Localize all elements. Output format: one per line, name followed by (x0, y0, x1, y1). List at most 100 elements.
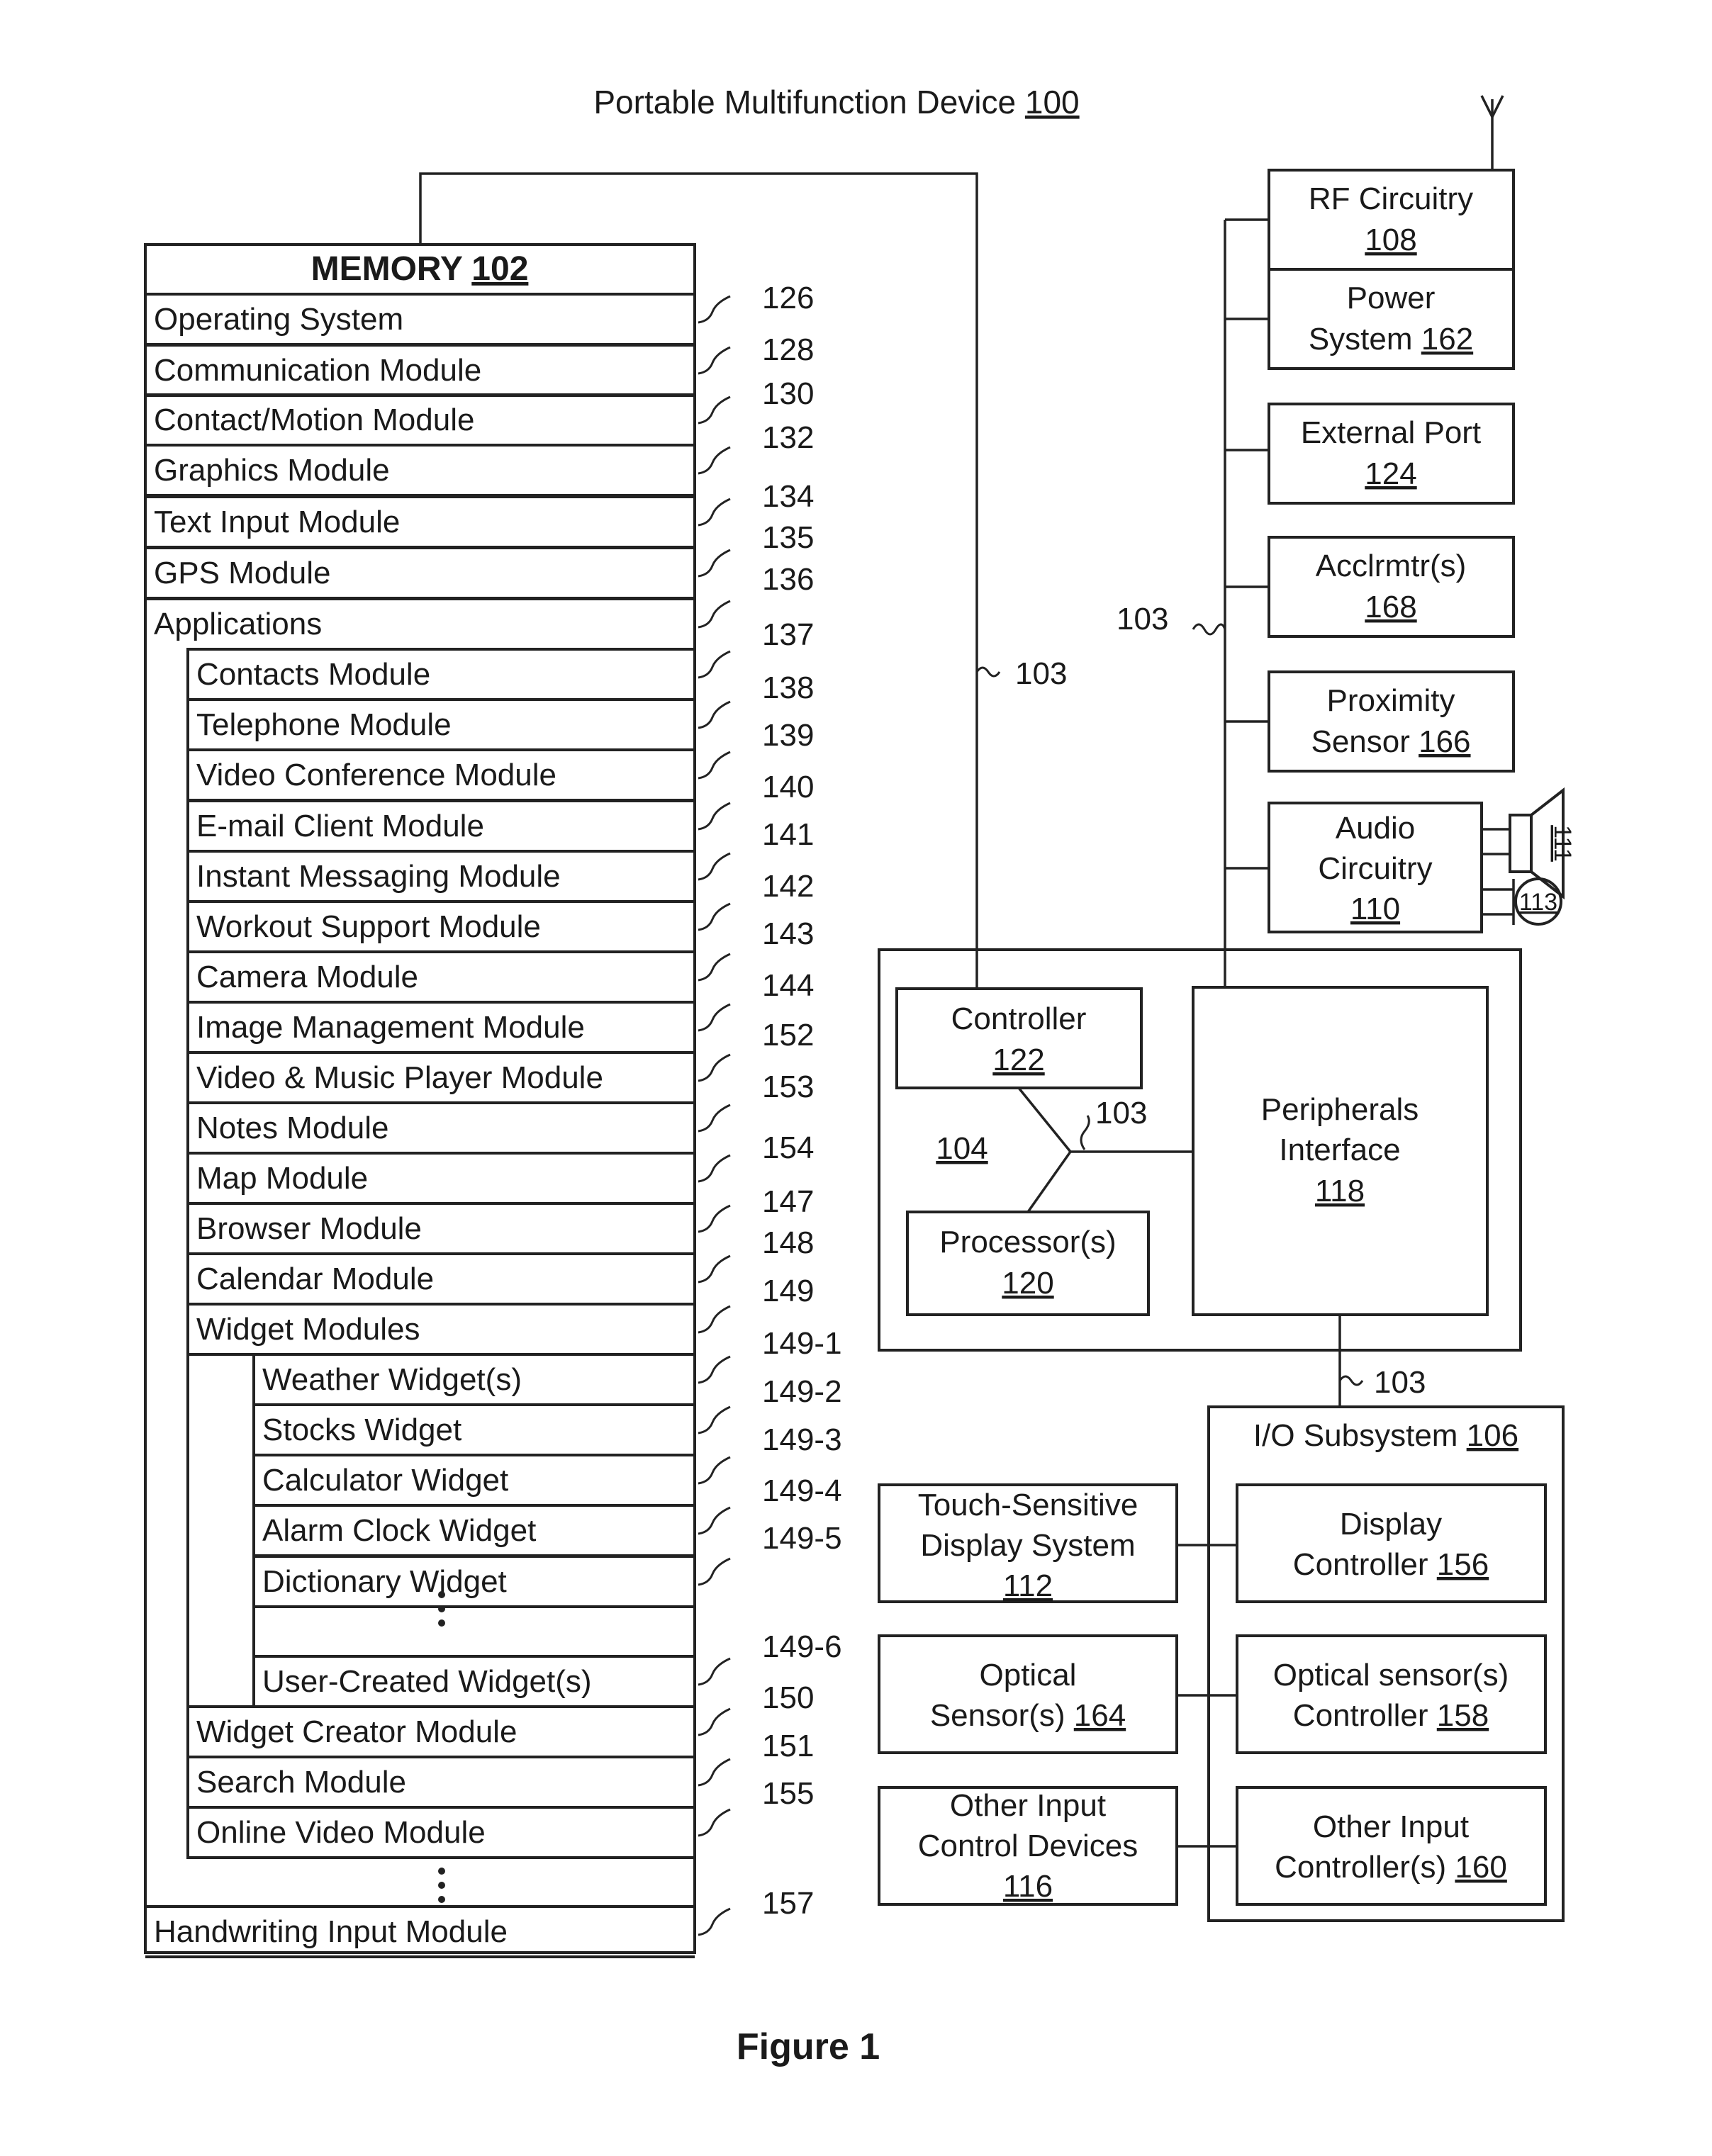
memory-row-ref: 135 (762, 520, 814, 555)
optical-controller-box (1237, 1636, 1545, 1753)
memory-row-label: Video & Music Player Module (196, 1060, 603, 1095)
memory-row-label: Widget Creator Module (196, 1714, 517, 1749)
bus-label-103-memory: 103 (1015, 656, 1067, 691)
optical-sensor-line1: Optical (980, 1658, 1077, 1692)
memory-row-ref: 137 (762, 617, 814, 652)
bus-squiggle (1081, 1116, 1089, 1150)
leader-squiggle (698, 1256, 730, 1282)
memory-row-ref: 149-1 (762, 1326, 842, 1361)
leader-squiggle (698, 1155, 730, 1181)
leader-squiggle (698, 1559, 730, 1585)
bus-controller-junction (1019, 1088, 1070, 1152)
leader-squiggle (698, 1457, 730, 1483)
controller-num: 122 (992, 1043, 1044, 1077)
memory-row-ref: 148 (762, 1225, 814, 1260)
leader-squiggle (698, 702, 730, 728)
touch-display-line2: Display System (920, 1528, 1135, 1563)
memory-row-label: Camera Module (196, 960, 418, 994)
memory-row-label: Contact/Motion Module (154, 403, 474, 437)
memory-row-ref: 136 (762, 562, 814, 597)
peripherals-interface-line2: Interface (1279, 1133, 1400, 1167)
audio-circuitry-line1: Audio (1336, 811, 1416, 846)
processor-num: 120 (1002, 1266, 1053, 1301)
memory-row-ref: 149-2 (762, 1374, 842, 1409)
memory-row-ref: 140 (762, 770, 814, 804)
memory-row-label: User-Created Widget(s) (262, 1664, 592, 1699)
controller-label: Controller (951, 1001, 1087, 1036)
memory-row-ref: 149-4 (762, 1473, 842, 1508)
memory-row-label: Search Module (196, 1765, 406, 1800)
memory-row-ref: 154 (762, 1130, 814, 1165)
figure-caption: Figure 1 (737, 2026, 880, 2067)
leader-squiggle (698, 1105, 730, 1131)
memory-row-label: E-mail Client Module (196, 809, 484, 843)
memory-row-label: Widget Modules (196, 1312, 420, 1347)
memory-row-label: Graphics Module (154, 453, 390, 488)
leader-squiggle (698, 803, 730, 829)
leader-squiggle (698, 1055, 730, 1081)
memory-row-label: Text Input Module (154, 505, 400, 539)
memory-row-ref: 138 (762, 670, 814, 705)
audio-circuitry-num: 110 (1350, 892, 1400, 926)
memory-row-ref: 149-6 (762, 1629, 842, 1664)
optical-controller-line1: Optical sensor(s) (1273, 1658, 1509, 1692)
memory-row-label: Notes Module (196, 1111, 388, 1145)
memory-row-ref: 149-5 (762, 1521, 842, 1556)
leader-squiggle (698, 1809, 730, 1836)
other-input-devices-num: 116 (1003, 1869, 1053, 1904)
optical-controller-line2: Controller 158 (1293, 1698, 1489, 1733)
bus-label-103-peripheral: 103 (1117, 602, 1168, 636)
memory-row-ref: 143 (762, 916, 814, 951)
leader-squiggle (698, 296, 730, 322)
memory-row-label: Dictionary Widget (262, 1564, 507, 1599)
memory-row-label: Stocks Widget (262, 1413, 461, 1447)
memory-row-label: Instant Messaging Module (196, 859, 561, 894)
memory-row-ref: 151 (762, 1729, 814, 1763)
memory-rows: Operating System126Communication Module1… (145, 281, 842, 1957)
leader-squiggle (698, 1357, 730, 1383)
proximity-sensor-line2: Sensor 166 (1311, 724, 1470, 759)
rf-circuitry-num: 108 (1365, 223, 1416, 257)
leader-squiggle (698, 1407, 730, 1433)
memory-row-label: Alarm Clock Widget (262, 1513, 536, 1548)
other-input-controller-line2: Controller(s) 160 (1275, 1850, 1507, 1885)
leader-squiggle (698, 651, 730, 678)
memory-row-ref: 149-3 (762, 1422, 842, 1457)
memory-header: MEMORY 102 (311, 250, 529, 288)
leader-squiggle (698, 397, 730, 423)
memory-block: MEMORY 102 Operating System126Communicat… (145, 245, 842, 1957)
memory-row-label: Contacts Module (196, 657, 430, 692)
audio-circuitry-line2: Circuitry (1318, 851, 1432, 886)
memory-row-label: Operating System (154, 302, 403, 337)
peripherals-interface-line1: Peripherals (1261, 1092, 1419, 1127)
microphone-num: 113 (1519, 889, 1557, 916)
bus-processor-junction (1028, 1152, 1070, 1212)
memory-row-label: GPS Module (154, 556, 330, 590)
leader-squiggle (698, 954, 730, 980)
ellipsis-dot (438, 1591, 445, 1598)
other-input-controller-box (1237, 1787, 1545, 1904)
memory-row-label: Map Module (196, 1161, 368, 1196)
ellipsis-dot (438, 1605, 445, 1612)
other-input-devices-line1: Other Input (950, 1788, 1106, 1823)
memory-row-label: Applications (154, 607, 322, 641)
bus-label-103-core: 103 (1095, 1096, 1147, 1130)
memory-row-ref: 157 (762, 1886, 814, 1921)
ellipsis-dot (438, 1868, 445, 1875)
memory-row-label: Calculator Widget (262, 1463, 508, 1498)
leader-squiggle (698, 1306, 730, 1332)
bus-squiggle (977, 668, 1000, 676)
leader-squiggle (698, 447, 730, 473)
memory-row-ref: 128 (762, 332, 814, 367)
leader-squiggle (698, 752, 730, 778)
figure-title: Portable Multifunction Device 100 (593, 84, 1079, 120)
leader-squiggle (698, 904, 730, 930)
memory-row-label: Calendar Module (196, 1262, 434, 1296)
memory-row-label: Browser Module (196, 1211, 422, 1246)
touch-display-num: 112 (1003, 1568, 1053, 1603)
memory-row-ref: 147 (762, 1184, 814, 1219)
ellipsis-dot (438, 1619, 445, 1627)
power-system-label: Power (1347, 281, 1436, 315)
rf-circuitry-label: RF Circuitry (1309, 181, 1473, 216)
leader-squiggle (698, 853, 730, 880)
